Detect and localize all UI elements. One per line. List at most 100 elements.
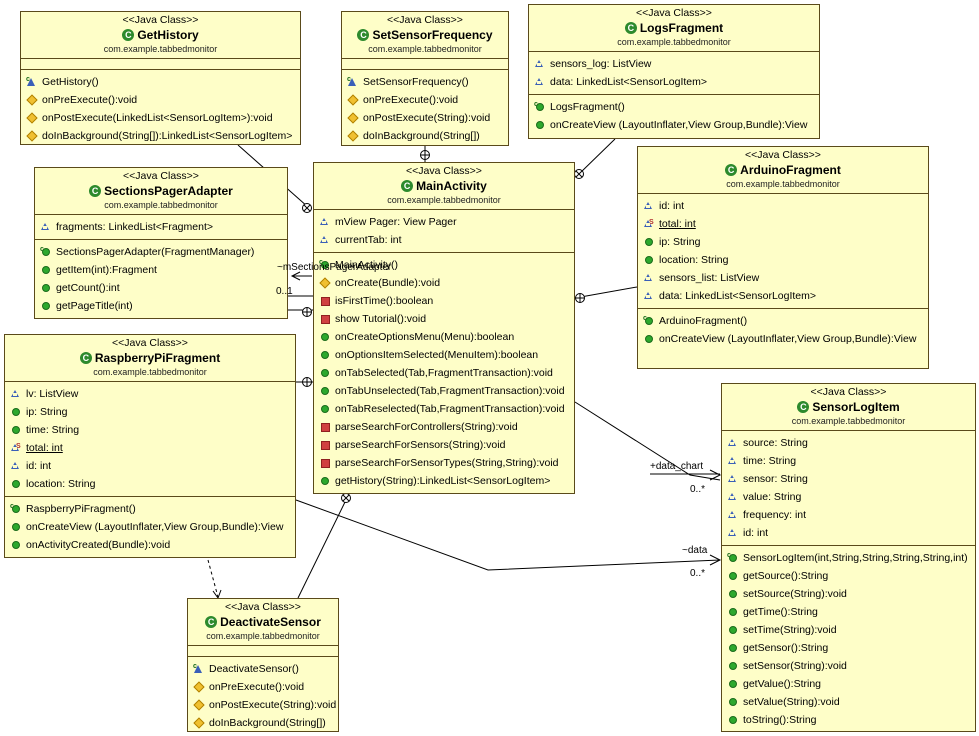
attribute-row[interactable]: location: String (5, 475, 295, 493)
operation-row[interactable]: onPostExecute(String):void (188, 696, 338, 714)
attribute-row[interactable]: time: String (722, 452, 975, 470)
attribute-text: source: String (743, 437, 808, 449)
attribute-row[interactable]: lv: ListView (5, 385, 295, 403)
operation-row[interactable]: onOptionsItemSelected(MenuItem):boolean (314, 346, 574, 364)
operation-row[interactable]: show Tutorial():void (314, 310, 574, 328)
attribute-row[interactable]: currentTab: int (314, 231, 574, 249)
public-icon (11, 540, 21, 550)
attribute-row[interactable]: frequency: int (722, 506, 975, 524)
operation-row[interactable]: onCreateView (LayoutInflater,View Group,… (638, 330, 928, 348)
attribute-row[interactable]: id: int (638, 197, 928, 215)
attribute-row[interactable]: sensors_list: ListView (638, 269, 928, 287)
connector-arduino-main (574, 286, 638, 299)
public-icon (728, 571, 738, 581)
operation-row[interactable]: parseSearchForSensors(String):void (314, 436, 574, 454)
operation-row[interactable]: onPostExecute(String):void (342, 109, 508, 127)
operation-row[interactable]: doInBackground(String[]):LinkedList<Sens… (21, 127, 300, 145)
protected-icon (320, 278, 330, 288)
public-icon (320, 476, 330, 486)
operation-row[interactable]: onTabSelected(Tab,FragmentTransaction):v… (314, 364, 574, 382)
operation-row[interactable]: onCreateOptionsMenu(Menu):boolean (314, 328, 574, 346)
public-icon (41, 301, 51, 311)
attribute-row[interactable]: id: int (722, 524, 975, 542)
attribute-row[interactable]: source: String (722, 434, 975, 452)
attribute-row[interactable]: mView Pager: View Pager (314, 213, 574, 231)
operation-row[interactable]: setSensor(String):void (722, 657, 975, 675)
class-icon: C (797, 401, 810, 413)
public-icon (320, 404, 330, 414)
protected-icon (194, 682, 204, 692)
operation-row[interactable]: getPageTitle(int) (35, 297, 287, 315)
operation-row[interactable]: onCreateView (LayoutInflater,View Group,… (5, 518, 295, 536)
operation-row[interactable]: onPreExecute():void (21, 91, 300, 109)
attribute-row[interactable]: data: LinkedList<SensorLogItem> (638, 287, 928, 305)
operation-row[interactable]: setSource(String):void (722, 585, 975, 603)
operation-row[interactable]: onPreExecute():void (342, 91, 508, 109)
operation-row[interactable]: onActivityCreated(Bundle):void (5, 536, 295, 554)
operation-row[interactable]: onCreateView (LayoutInflater,View Group,… (529, 116, 819, 134)
operation-row[interactable]: parseSearchForSensorTypes(String,String)… (314, 454, 574, 472)
attribute-text: frequency: int (743, 509, 807, 521)
operation-row[interactable]: onTabUnselected(Tab,FragmentTransaction)… (314, 382, 574, 400)
attribute-row[interactable]: ip: String (638, 233, 928, 251)
operation-row[interactable]: isFirstTime():boolean (314, 292, 574, 310)
operation-row[interactable]: onTabReselected(Tab,FragmentTransaction)… (314, 400, 574, 418)
attribute-row[interactable]: sensor: String (722, 470, 975, 488)
operation-text: isFirstTime():boolean (335, 295, 434, 307)
operation-row[interactable]: doInBackground(String[]) (342, 127, 508, 145)
attribute-row[interactable]: id: int (5, 457, 295, 475)
attribute-row[interactable]: sensors_log: ListView (529, 55, 819, 73)
operation-row[interactable]: getTime():String (722, 603, 975, 621)
operation-row[interactable]: onCreate(Bundle):void (314, 274, 574, 292)
public-icon (41, 265, 51, 275)
stereotype-label: <<Java Class>> (636, 7, 712, 19)
operation-row[interactable]: onPostExecute(LinkedList<SensorLogItem>)… (21, 109, 300, 127)
operation-row[interactable]: getCount():int (35, 279, 287, 297)
attribute-row[interactable]: ip: String (5, 403, 295, 421)
attribute-row[interactable]: time: String (5, 421, 295, 439)
operation-row[interactable]: getSource():String (722, 567, 975, 585)
static-package-icon: S (644, 219, 654, 229)
operation-row[interactable]: setTime(String):void (722, 621, 975, 639)
operation-row[interactable]: getValue():String (722, 675, 975, 693)
class-name-text: ArduinoFragment (740, 163, 841, 177)
operation-row[interactable]: setValue(String):void (722, 693, 975, 711)
attribute-row[interactable]: value: String (722, 488, 975, 506)
public-icon (320, 368, 330, 378)
attribute-text: ip: String (659, 236, 701, 248)
operation-row[interactable]: getSensor():String (722, 639, 975, 657)
attribute-row[interactable]: fragments: LinkedList<Fragment> (35, 218, 287, 236)
operation-row[interactable]: toString():String (722, 711, 975, 729)
operation-row[interactable]: getHistory(String):LinkedList<SensorLogI… (314, 472, 574, 490)
attribute-row[interactable]: data: LinkedList<SensorLogItem> (529, 73, 819, 91)
operation-row[interactable]: onPreExecute():void (188, 678, 338, 696)
operation-text: getSource():String (743, 570, 829, 582)
operation-row[interactable]: doInBackground(String[]) (188, 714, 338, 732)
attribute-row[interactable]: location: String (638, 251, 928, 269)
class-icon: C (122, 29, 135, 41)
label-sections-pager-role: ~mSectionsPagerAdapter (277, 262, 392, 273)
operation-row[interactable]: getItem(int):Fragment (35, 261, 287, 279)
operation-row[interactable]: parseSearchForControllers(String):void (314, 418, 574, 436)
